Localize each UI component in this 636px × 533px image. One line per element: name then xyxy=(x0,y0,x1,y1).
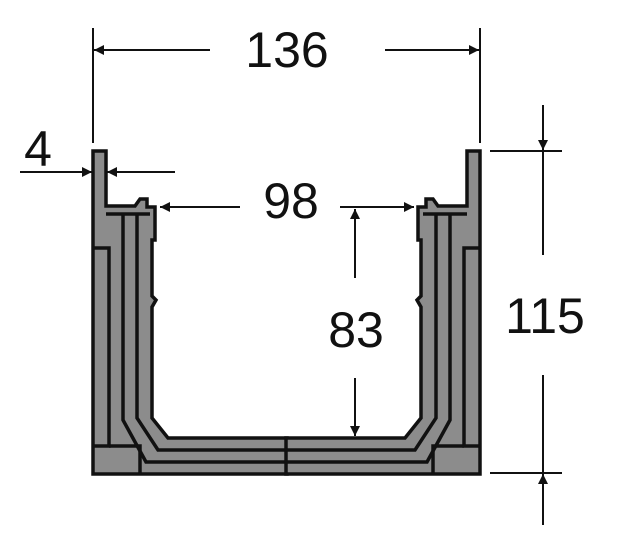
dimension-inner-width: 98 xyxy=(160,173,414,229)
inner-width-label: 98 xyxy=(263,173,319,229)
wall-thickness-label: 4 xyxy=(24,121,52,177)
overall-height-label: 115 xyxy=(505,288,585,344)
dimension-overall-height: 115 xyxy=(490,105,585,525)
overall-width-label: 136 xyxy=(245,22,328,78)
channel-left-half xyxy=(91,149,289,476)
dimension-overall-width: 136 xyxy=(92,22,481,143)
dimension-wall-thickness: 4 xyxy=(20,121,175,177)
dimension-inner-depth: 83 xyxy=(328,209,384,436)
inner-depth-label: 83 xyxy=(328,302,384,358)
